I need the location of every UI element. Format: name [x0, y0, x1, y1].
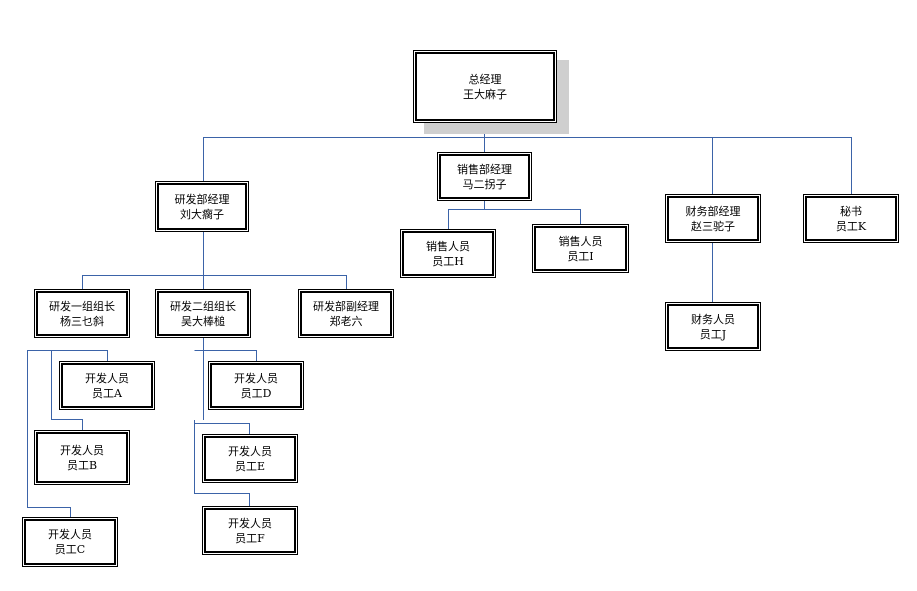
node-title: 开发人员 [48, 528, 92, 541]
node-rd-group1-lead: 研发一组组长 杨三乜斜 [34, 289, 130, 338]
node-ceo: 总经理 王大麻子 [413, 50, 557, 123]
node-dev-b: 开发人员 员工B [34, 430, 130, 485]
connector-dev-b [51, 350, 83, 430]
connector-dev-c [27, 350, 71, 517]
node-title: 开发人员 [85, 371, 129, 385]
node-title: 秘书 [840, 204, 862, 218]
node-name: 郑老六 [329, 314, 363, 328]
node-title: 财务人员 [691, 312, 735, 326]
node-dev-f: 开发人员 员工F [202, 506, 298, 555]
node-finance-manager: 财务部经理 赵三驼子 [665, 194, 761, 243]
node-name: 员工E [234, 459, 266, 473]
node-name: 赵三驼子 [691, 219, 735, 233]
node-dev-e: 开发人员 员工E [202, 434, 298, 483]
node-title: 研发部经理 [174, 192, 230, 206]
node-title: 销售部经理 [457, 162, 512, 176]
node-name: 王大麻子 [463, 87, 507, 101]
node-name: 刘大瘸子 [180, 207, 224, 221]
node-dev-d: 开发人员 员工D [208, 361, 304, 410]
node-name: 员工H [432, 254, 464, 268]
node-sales-staff-i: 销售人员 员工I [532, 224, 629, 273]
node-name: 员工I [567, 249, 594, 263]
node-sales-staff-h: 销售人员 员工H [400, 229, 496, 278]
node-title: 研发部副经理 [313, 299, 379, 313]
node-name: 员工A [92, 386, 122, 400]
node-title: 销售人员 [558, 234, 603, 248]
node-sales-manager: 销售部经理 马二拐子 [437, 152, 532, 201]
node-name: 员工C [54, 543, 86, 556]
node-rd-group2-lead: 研发二组组长 吴大棒槌 [155, 289, 251, 338]
node-title: 开发人员 [60, 443, 104, 457]
node-title: 销售人员 [426, 239, 470, 253]
node-title: 研发二组组长 [170, 299, 236, 313]
node-name: 员工J [699, 327, 727, 341]
connector-dev-e-top [194, 423, 250, 434]
node-rd-manager: 研发部经理 刘大瘸子 [155, 181, 249, 232]
node-name: 员工F [235, 531, 265, 545]
node-name: 吴大棒槌 [181, 314, 225, 328]
node-name: 杨三乜斜 [60, 314, 104, 328]
node-name: 员工B [66, 458, 98, 472]
node-name: 马二拐子 [462, 177, 507, 191]
node-dev-c: 开发人员 员工C [22, 517, 118, 567]
node-name: 员工K [835, 219, 867, 233]
node-name: 员工D [240, 386, 272, 400]
node-dev-a: 开发人员 员工A [59, 361, 155, 410]
node-title: 开发人员 [234, 371, 278, 385]
node-title: 开发人员 [228, 444, 272, 458]
connector-g2-side [194, 420, 250, 506]
node-title: 开发人员 [228, 516, 272, 530]
node-rd-vice-manager: 研发部副经理 郑老六 [298, 289, 394, 338]
node-finance-staff-j: 财务人员 员工J [665, 302, 761, 351]
node-secretary: 秘书 员工K [803, 194, 899, 243]
node-title: 总经理 [468, 72, 502, 86]
node-title: 财务部经理 [685, 204, 741, 218]
node-title: 研发一组组长 [49, 299, 115, 313]
